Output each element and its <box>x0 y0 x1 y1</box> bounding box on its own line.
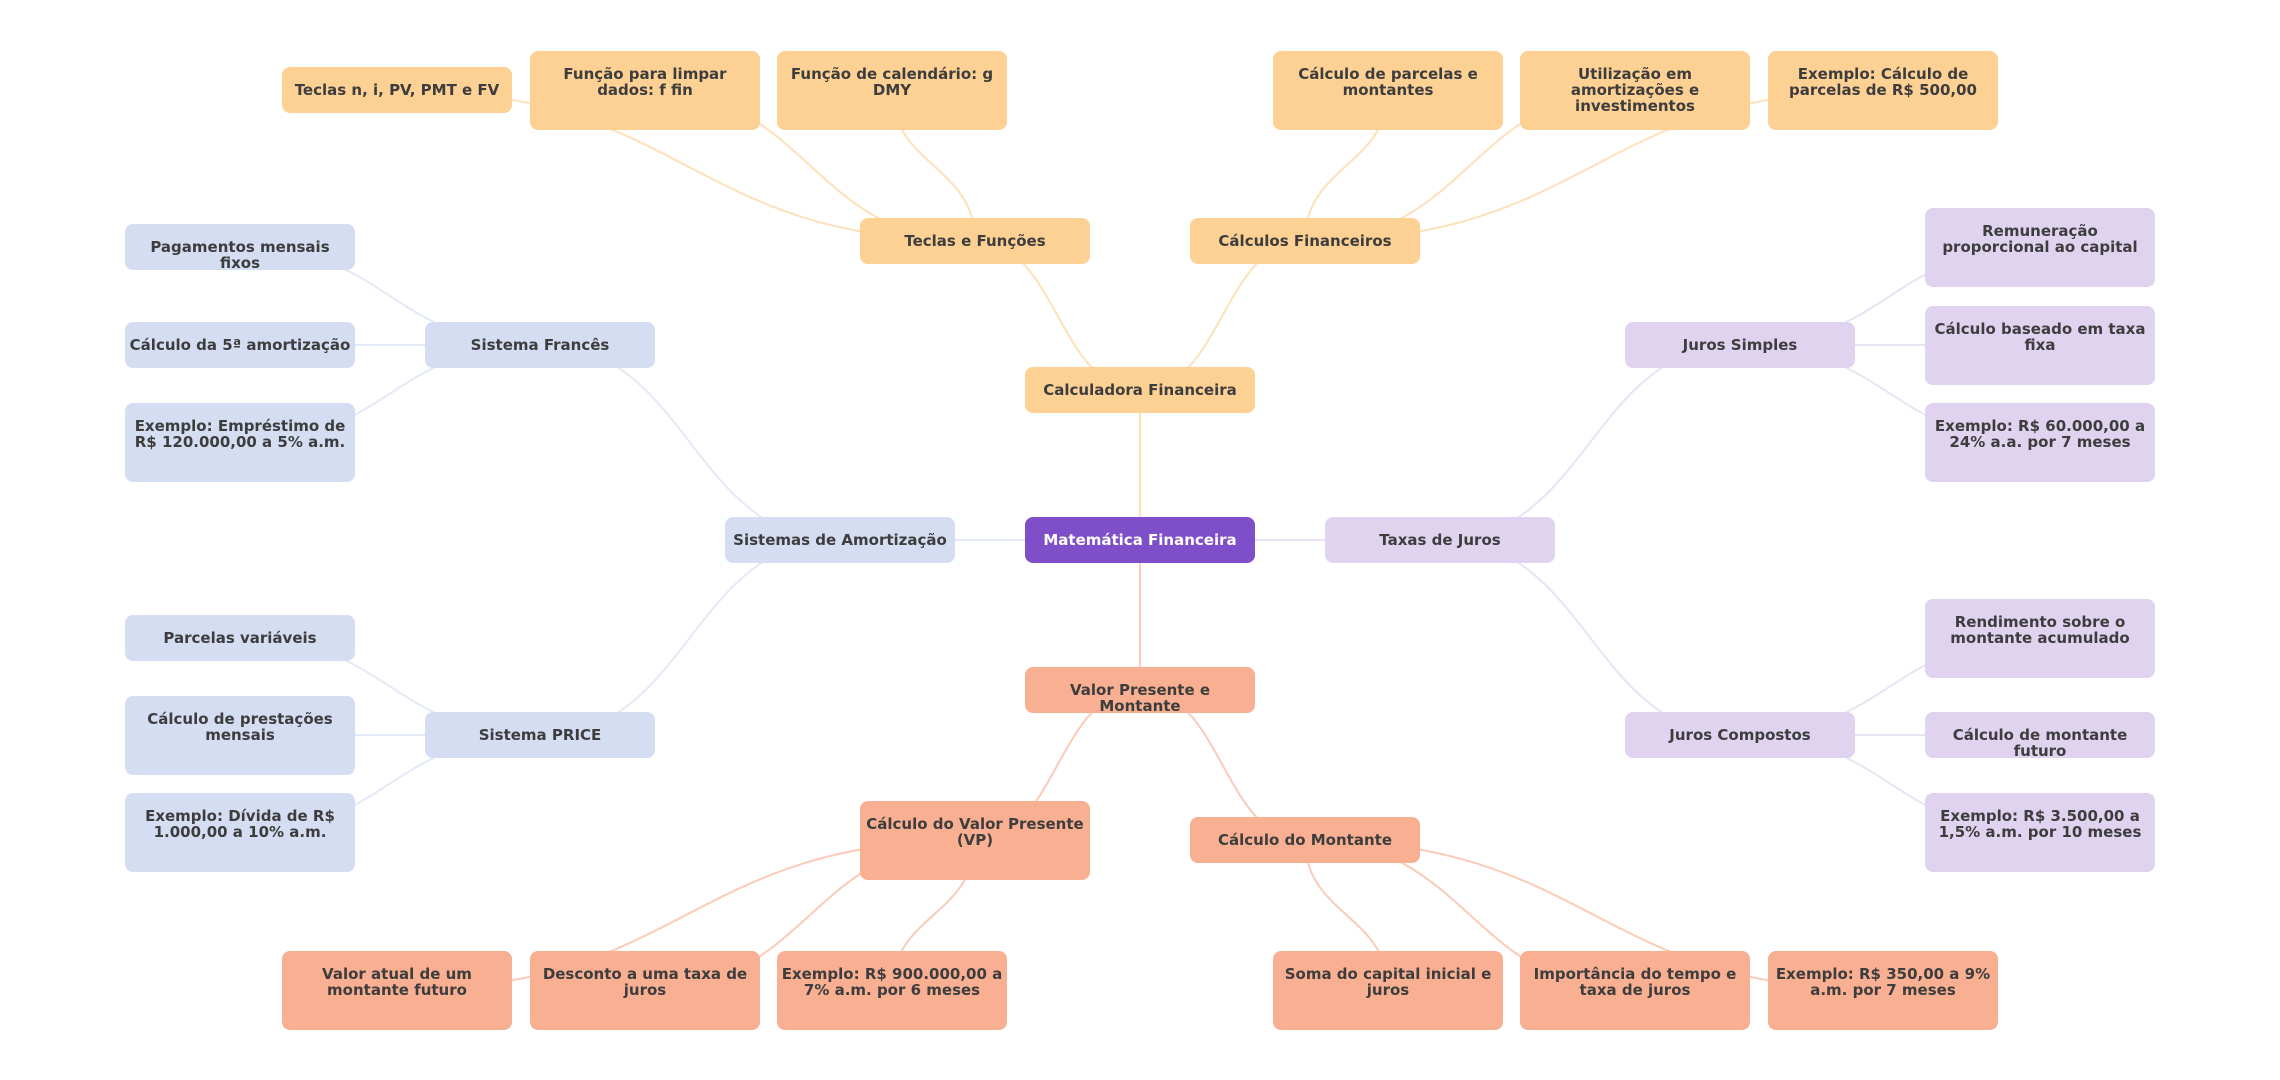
node-label: Exemplo: Dívida de R$ 1.000,00 a 10% a.m… <box>145 806 335 841</box>
node-label: Função de calendário: g DMY <box>790 64 994 99</box>
node-label: Juros Compostos <box>1669 726 1811 744</box>
node-remuneracao-proporcional[interactable]: Remuneração proporcional ao capital <box>1925 207 2155 287</box>
node-exemplo-3500[interactable]: Exemplo: R$ 3.500,00 a 1,5% a.m. por 10 … <box>1925 792 2155 872</box>
node-calculo-5a-amortizacao[interactable]: Cálculo da 5ª amortização <box>125 322 355 368</box>
node-label: Taxas de Juros <box>1379 531 1501 549</box>
node-label: Teclas e Funções <box>904 232 1046 250</box>
node-label: Exemplo: R$ 60.000,00 a 24% a.a. por 7 m… <box>1934 416 2146 451</box>
node-label: Matemática Financeira <box>1043 531 1237 549</box>
edge-taxas_juros-to-juros_simples <box>1439 344 1741 541</box>
node-calculadora-financeira[interactable]: Calculadora Financeira <box>1025 367 1255 413</box>
node-label: Cálculo do Montante <box>1217 831 1392 849</box>
node-label: Rendimento sobre o montante acumulado <box>1950 612 2130 647</box>
node-taxas-de-juros[interactable]: Taxas de Juros <box>1325 517 1555 563</box>
node-calculo-montante-futuro[interactable]: Cálculo de montante futuro <box>1925 712 2155 760</box>
edge-amortizacao-to-sistema_price <box>539 539 841 736</box>
node-label: Desconto a uma taxa de juros <box>542 964 748 999</box>
node-desconto-taxa-juros[interactable]: Desconto a uma taxa de juros <box>530 950 760 1030</box>
node-label: Função para limpar dados: f fin <box>563 64 727 99</box>
edge-amortizacao-to-sistema_frances <box>539 344 841 541</box>
node-calculo-parcelas-montantes[interactable]: Cálculo de parcelas e montantes <box>1273 50 1503 130</box>
node-label: Cálculo de parcelas e montantes <box>1298 64 1478 99</box>
node-label: Cálculo de prestações mensais <box>147 709 333 744</box>
node-exemplo-emprestimo[interactable]: Exemplo: Empréstimo de R$ 120.000,00 a 5… <box>125 402 355 482</box>
node-exemplo-350[interactable]: Exemplo: R$ 350,00 a 9% a.m. por 7 meses <box>1768 950 1998 1030</box>
node-label: Exemplo: R$ 3.500,00 a 1,5% a.m. por 10 … <box>1938 806 2142 841</box>
node-pagamentos-mensais-fixos[interactable]: Pagamentos mensais fixos <box>125 224 355 272</box>
node-exemplo-900000[interactable]: Exemplo: R$ 900.000,00 a 7% a.m. por 6 m… <box>777 950 1007 1030</box>
node-exemplo-60000[interactable]: Exemplo: R$ 60.000,00 a 24% a.a. por 7 m… <box>1925 402 2155 482</box>
node-label: Valor atual de um montante futuro <box>322 964 472 999</box>
node-label: Cálculos Financeiros <box>1218 232 1392 250</box>
node-soma-capital-juros[interactable]: Soma do capital inicial e juros <box>1273 950 1503 1030</box>
node-juros-compostos[interactable]: Juros Compostos <box>1625 712 1855 758</box>
node-exemplo-parcelas-500[interactable]: Exemplo: Cálculo de parcelas de R$ 500,0… <box>1768 50 1998 130</box>
node-utilizacao-amortizacoes[interactable]: Utilização em amortizações e investiment… <box>1520 50 1750 130</box>
node-funcao-calendario[interactable]: Função de calendário: g DMY <box>777 50 1007 130</box>
node-label: Exemplo: R$ 900.000,00 a 7% a.m. por 6 m… <box>781 964 1003 999</box>
node-label: Cálculo de montante futuro <box>1952 726 2128 760</box>
node-valor-atual-montante-futuro[interactable]: Valor atual de um montante futuro <box>282 950 512 1030</box>
node-teclas-n-i-pv-pmt-fv[interactable]: Teclas n, i, PV, PMT e FV <box>282 67 512 113</box>
node-label: Importância do tempo e taxa de juros <box>1533 964 1737 999</box>
node-label: Sistema PRICE <box>478 726 602 744</box>
node-calculo-valor-presente[interactable]: Cálculo do Valor Presente (VP) <box>860 800 1090 880</box>
node-label: Cálculo da 5ª amortização <box>129 336 351 354</box>
node-calculo-taxa-fixa[interactable]: Cálculo baseado em taxa fixa <box>1925 305 2155 385</box>
node-juros-simples[interactable]: Juros Simples <box>1625 322 1855 368</box>
node-label: Utilização em amortizações e investiment… <box>1570 64 1700 115</box>
node-rendimento-montante[interactable]: Rendimento sobre o montante acumulado <box>1925 598 2155 678</box>
node-calculo-prestacoes[interactable]: Cálculo de prestações mensais <box>125 695 355 775</box>
node-calculo-do-montante[interactable]: Cálculo do Montante <box>1190 817 1420 863</box>
node-importancia-tempo-taxa[interactable]: Importância do tempo e taxa de juros <box>1520 950 1750 1030</box>
node-sistema-price[interactable]: Sistema PRICE <box>425 712 655 758</box>
node-label: Sistema Francês <box>470 336 610 354</box>
node-teclas-e-funcoes[interactable]: Teclas e Funções <box>860 218 1090 264</box>
node-sistemas-de-amortizacao[interactable]: Sistemas de Amortização <box>725 517 955 563</box>
edge-taxas_juros-to-juros_compostos <box>1439 539 1741 736</box>
node-calculos-financeiros[interactable]: Cálculos Financeiros <box>1190 218 1420 264</box>
node-label: Pagamentos mensais fixos <box>150 238 330 272</box>
node-label: Calculadora Financeira <box>1043 381 1237 399</box>
node-parcelas-variaveis[interactable]: Parcelas variáveis <box>125 615 355 661</box>
node-label: Cálculo baseado em taxa fixa <box>1934 319 2146 354</box>
node-root-matematica-financeira[interactable]: Matemática Financeira <box>1025 517 1255 563</box>
node-label: Cálculo do Valor Presente (VP) <box>866 814 1084 849</box>
node-label: Sistemas de Amortização <box>733 531 947 549</box>
node-label: Soma do capital inicial e juros <box>1284 964 1492 999</box>
node-exemplo-divida[interactable]: Exemplo: Dívida de R$ 1.000,00 a 10% a.m… <box>125 792 355 872</box>
node-label: Remuneração proporcional ao capital <box>1942 221 2138 256</box>
node-label: Exemplo: Cálculo de parcelas de R$ 500,0… <box>1789 64 1977 99</box>
node-label: Valor Presente e Montante <box>1069 681 1211 715</box>
node-sistema-frances[interactable]: Sistema Francês <box>425 322 655 368</box>
node-label: Exemplo: Empréstimo de R$ 120.000,00 a 5… <box>134 416 346 451</box>
node-label: Teclas n, i, PV, PMT e FV <box>294 81 500 99</box>
node-valor-presente-e-montante[interactable]: Valor Presente e Montante <box>1025 667 1255 715</box>
node-funcao-limpar-dados[interactable]: Função para limpar dados: f fin <box>530 50 760 130</box>
node-label: Juros Simples <box>1682 336 1798 354</box>
node-label: Exemplo: R$ 350,00 a 9% a.m. por 7 meses <box>1775 964 1991 999</box>
node-label: Parcelas variáveis <box>163 629 317 647</box>
